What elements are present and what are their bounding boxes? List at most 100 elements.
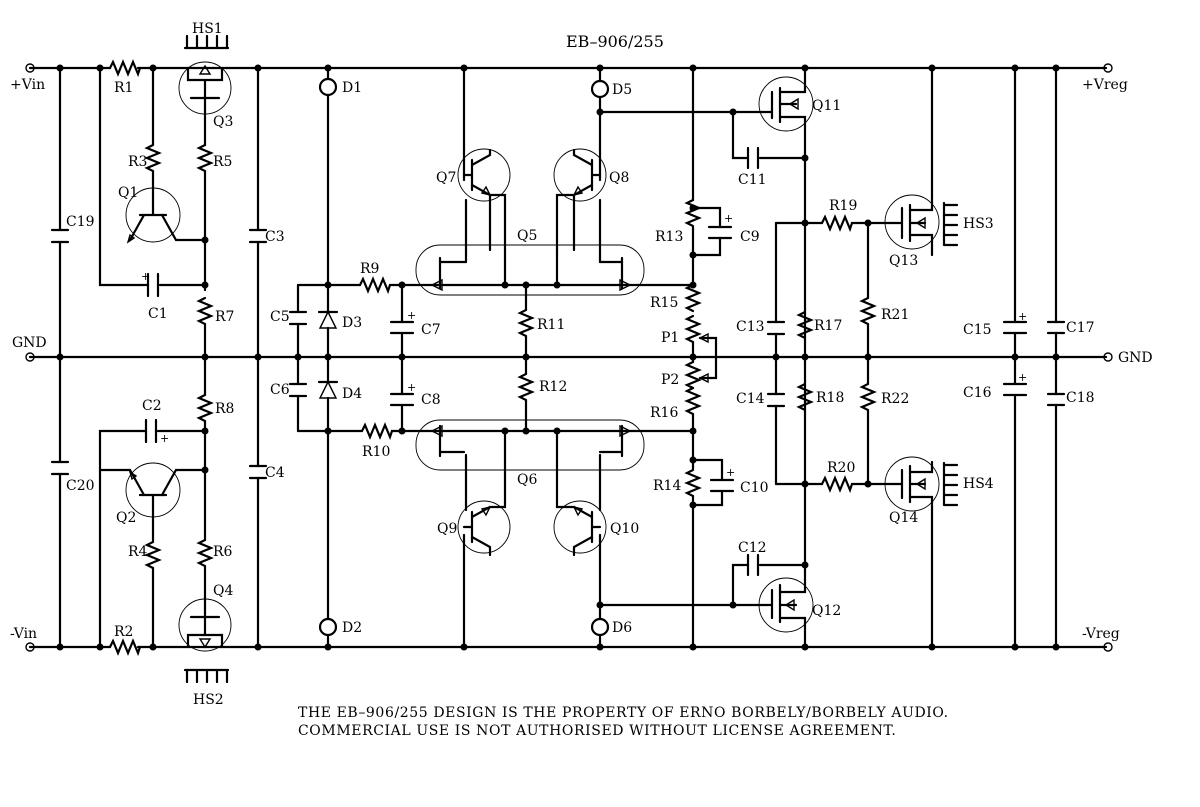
junction-dots xyxy=(56,64,1060,651)
transistor-q9 xyxy=(457,453,511,557)
r13-label: R13 xyxy=(655,229,683,245)
transistor-q6 xyxy=(415,419,645,471)
copyright-notice: THE EB–906/255 DESIGN IS THE PROPERTY OF… xyxy=(298,704,949,740)
heatsink-hs2 xyxy=(183,668,230,684)
q7-label: Q7 xyxy=(436,170,456,186)
resistor-r7 xyxy=(196,296,214,359)
transistor-q11 xyxy=(758,66,814,359)
c1-label: C1 xyxy=(148,306,168,322)
heatsink-hs4 xyxy=(942,461,959,507)
q10-label: Q10 xyxy=(610,521,639,537)
d3-label: D3 xyxy=(342,315,362,331)
r19-label: R19 xyxy=(829,198,857,214)
c18-label: C18 xyxy=(1066,390,1095,406)
transistor-q10 xyxy=(553,453,607,557)
c12-label: C12 xyxy=(738,540,767,556)
q14-label: Q14 xyxy=(889,510,918,526)
r21-label: R21 xyxy=(881,307,909,323)
r17-label: R17 xyxy=(814,318,842,334)
c11-label: C11 xyxy=(738,172,767,188)
notice-line-1: THE EB–906/255 DESIGN IS THE PROPERTY OF… xyxy=(298,705,949,721)
r6-label: R6 xyxy=(213,544,233,560)
c7-label: C7 xyxy=(421,322,441,338)
q11-label: Q11 xyxy=(812,98,841,114)
resistor-r16 xyxy=(684,386,702,433)
gnd-right-label: GND xyxy=(1118,350,1153,366)
capacitor-c3 xyxy=(248,66,268,359)
q2-label: Q2 xyxy=(116,510,136,526)
capacitor-c19 xyxy=(50,66,70,359)
vreg-pos-label: +Vreg xyxy=(1082,77,1128,93)
capacitor-c17 xyxy=(1046,66,1066,359)
diode-d4 xyxy=(317,380,339,399)
c6-label: C6 xyxy=(270,382,290,398)
resistor-r14 xyxy=(684,429,702,649)
c2-label: C2 xyxy=(142,398,162,414)
resistor-r6 xyxy=(196,538,214,602)
r9-label: R9 xyxy=(360,261,379,277)
transistor-q5 xyxy=(415,244,645,296)
r18-label: R18 xyxy=(816,390,844,406)
d5-label: D5 xyxy=(612,82,632,98)
hs1-label: HS1 xyxy=(192,21,223,37)
capacitor-c7 xyxy=(389,283,415,359)
c1-plus: + xyxy=(141,270,150,283)
r1-label: R1 xyxy=(114,80,133,96)
capacitor-c15 xyxy=(1002,66,1028,359)
d4-label: D4 xyxy=(342,386,362,402)
capacitor-c14 xyxy=(766,355,786,486)
q5-label: Q5 xyxy=(517,228,537,244)
resistor-r5 xyxy=(196,143,214,292)
capacitor-c18 xyxy=(1046,355,1066,649)
q1-label: Q1 xyxy=(118,185,138,201)
transistor-q3 xyxy=(178,61,232,115)
resistor-r11 xyxy=(517,283,535,359)
diode-d1 xyxy=(318,77,338,97)
q3-label: Q3 xyxy=(213,114,233,130)
c20-label: C20 xyxy=(66,478,95,494)
c5-label: C5 xyxy=(270,309,290,325)
resistor-r15 xyxy=(684,283,702,313)
r22-label: R22 xyxy=(881,391,909,407)
capacitor-c9 xyxy=(691,206,733,257)
rail-terminals xyxy=(25,63,1113,652)
notice-line-2: COMMERCIAL USE IS NOT AUTHORISED WITHOUT… xyxy=(298,723,897,739)
c4-label: C4 xyxy=(265,465,285,481)
vin-neg-label: -Vin xyxy=(10,626,37,642)
transistor-q8 xyxy=(553,148,607,264)
d1-label: D1 xyxy=(342,80,362,96)
r14-label: R14 xyxy=(653,478,681,494)
transistor-q7 xyxy=(457,148,511,264)
potentiometer-p2 xyxy=(684,355,702,390)
resistor-r18 xyxy=(796,382,814,412)
capacitor-c10 xyxy=(691,458,735,507)
resistor-r13 xyxy=(684,198,702,287)
c13-label: C13 xyxy=(736,319,765,335)
capacitor-c1 xyxy=(138,272,207,298)
p1-label: P1 xyxy=(661,330,679,346)
resistor-r20 xyxy=(820,475,897,494)
resistor-r21 xyxy=(859,221,877,359)
c8-plus: + xyxy=(407,381,416,394)
r20-label: R20 xyxy=(827,460,855,476)
resistor-r22 xyxy=(859,355,877,486)
resistor-r2 xyxy=(108,638,142,657)
c9-label: C9 xyxy=(740,229,760,245)
c7-plus: + xyxy=(407,309,416,322)
transistor-q2 xyxy=(125,462,207,518)
capacitor-c13 xyxy=(766,221,786,359)
resistor-r17 xyxy=(796,310,814,340)
resistor-r12 xyxy=(517,355,535,433)
q4-label: Q4 xyxy=(213,583,233,599)
r15-label: R15 xyxy=(650,295,678,311)
r11-label: R11 xyxy=(537,317,565,333)
capacitor-c5 xyxy=(288,283,308,359)
transistor-q12 xyxy=(758,355,814,649)
r16-label: R16 xyxy=(650,405,678,421)
q8-label: Q8 xyxy=(609,170,629,186)
heatsink-hs1 xyxy=(183,34,230,50)
resistor-r4 xyxy=(144,513,162,570)
heatsink-hs3 xyxy=(942,201,959,247)
c16-label: C16 xyxy=(963,385,992,401)
capacitor-c16 xyxy=(1002,355,1028,649)
